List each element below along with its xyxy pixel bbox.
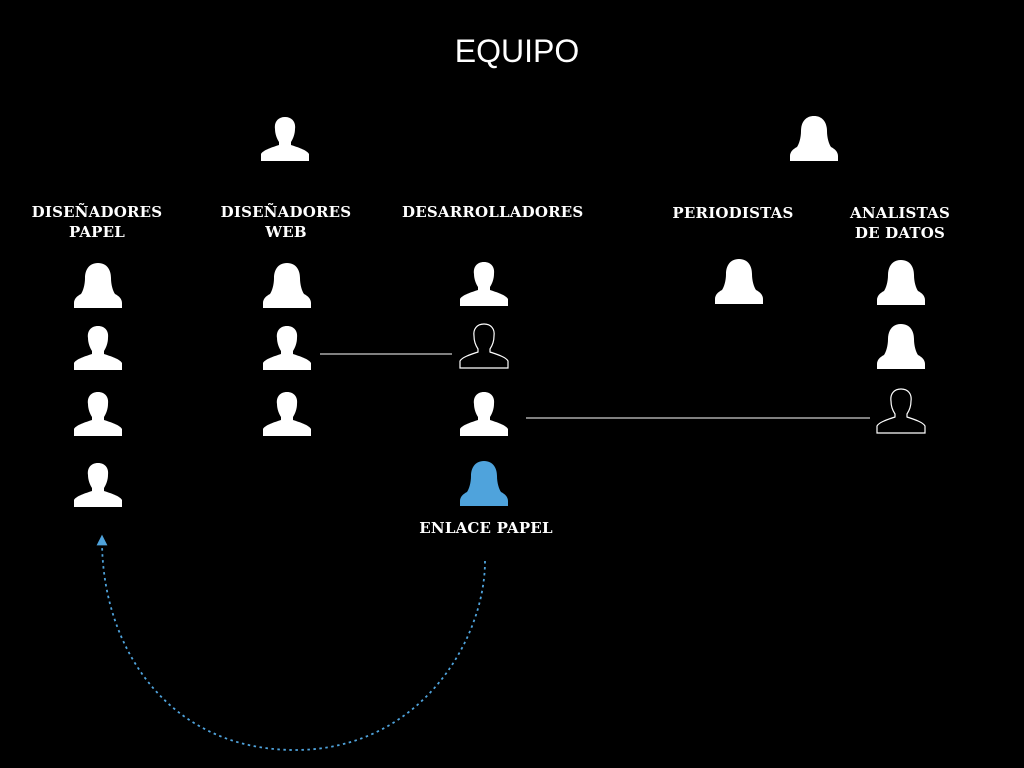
people-layer: [74, 116, 926, 507]
group-label-periodistas: PERIODISTAS: [648, 203, 818, 223]
enlace-papel-label: ENLACE PAPEL: [419, 519, 553, 537]
group-label-line: DE DATOS: [854, 224, 946, 242]
dotted-arrow: [96, 534, 486, 751]
group-label-line: PERIODISTAS: [672, 204, 794, 222]
male-person-icon: [876, 388, 926, 434]
male-person-icon: [74, 463, 122, 507]
group-label-disenadores-web: DISEÑADORES WEB: [201, 202, 371, 242]
male-person-icon: [74, 326, 122, 370]
male-person-icon: [263, 326, 311, 370]
group-label-analistas: ANALISTAS DE DATOS: [815, 203, 985, 243]
group-label-line: PAPEL: [68, 223, 126, 241]
female-person-icon: [715, 259, 763, 304]
female-person-icon: [460, 461, 508, 506]
group-label-line: DISEÑADORES: [31, 203, 163, 221]
group-label-desarrolladores: DESARROLLADORES: [402, 202, 584, 222]
page-title: EQUIPO: [454, 33, 580, 69]
male-person-icon: [261, 117, 309, 161]
male-person-icon: [459, 323, 509, 369]
female-person-icon: [263, 263, 311, 308]
male-person-icon: [460, 392, 508, 436]
group-label-line: WEB: [265, 223, 307, 241]
group-label-line: DISEÑADORES: [220, 203, 352, 221]
group-label-line: ANALISTAS: [850, 204, 950, 222]
male-person-icon: [460, 262, 508, 306]
female-person-icon: [74, 263, 122, 308]
male-person-icon: [74, 392, 122, 436]
female-person-icon: [877, 260, 925, 305]
female-person-icon: [877, 324, 925, 369]
male-person-icon: [263, 392, 311, 436]
female-person-icon: [790, 116, 838, 161]
group-label-disenadores-papel: DISEÑADORES PAPEL: [12, 202, 182, 242]
group-label-line: DESARROLLADORES: [402, 203, 584, 221]
